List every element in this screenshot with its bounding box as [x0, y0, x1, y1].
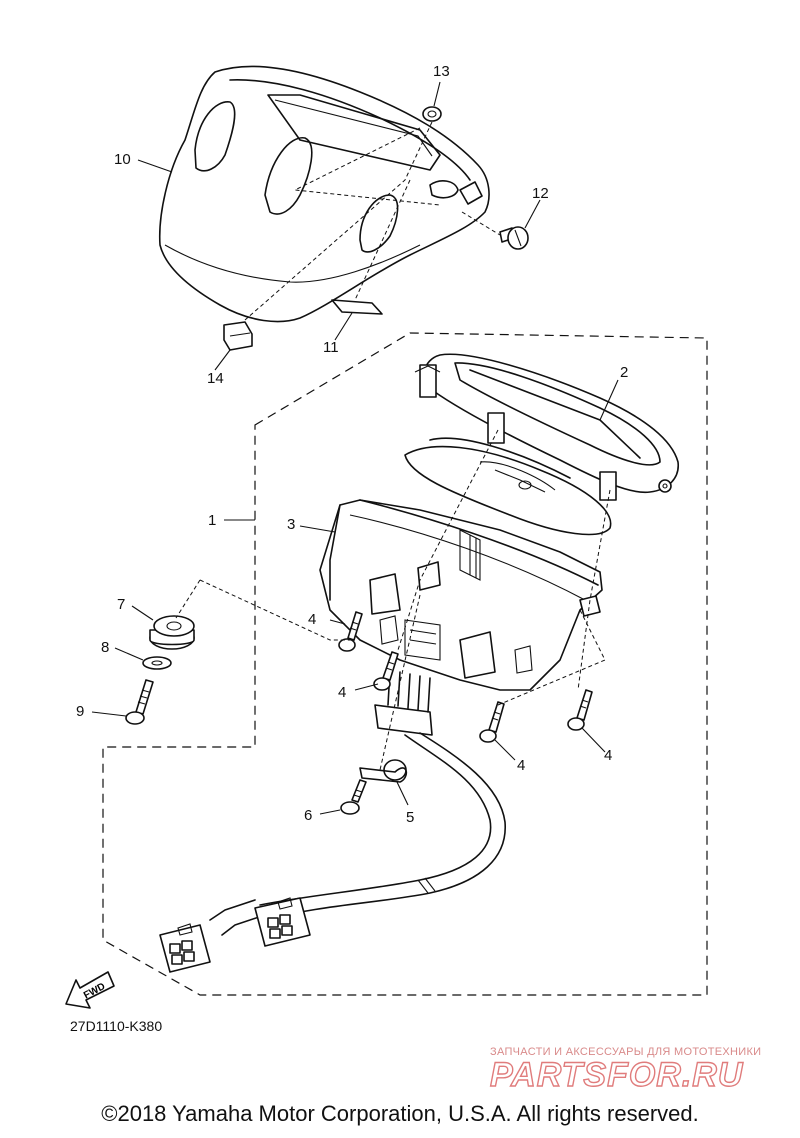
callout-labels: 13 10 12 11 14 2 1 3 7 4 8 4 9 4 4 5 6: [76, 63, 628, 826]
callout-7: 7: [117, 596, 125, 613]
part-code: 27D1110-K380: [70, 1018, 163, 1034]
callout-1: 1: [208, 512, 216, 529]
clamp-5: [359, 759, 408, 783]
meter-board: [404, 437, 612, 536]
callout-3: 3: [287, 516, 295, 533]
screw-4c: [479, 701, 505, 743]
callout-14: 14: [207, 370, 224, 387]
damper-7: [149, 615, 195, 650]
watermark-tagline: ЗАПЧАСТИ И АКСЕССУАРЫ ДЛЯ МОТОТЕХНИКИ: [490, 1046, 762, 1058]
screw-12: [499, 226, 529, 250]
copyright-notice: ©2018 Yamaha Motor Corporation, U.S.A. A…: [101, 1101, 699, 1126]
screw-6: [340, 779, 367, 815]
callout-9: 9: [76, 703, 84, 720]
plate-11: [331, 299, 383, 315]
callout-10: 10: [114, 151, 131, 168]
callout-8: 8: [101, 639, 109, 656]
callout-2: 2: [620, 364, 628, 381]
meter-cover: [158, 65, 490, 323]
svg-text:PARTSFOR.RU: PARTSFOR.RU: [490, 1056, 744, 1094]
bolt-9: [125, 679, 154, 725]
grommet-13: [422, 106, 442, 122]
callout-12: 12: [532, 185, 549, 202]
screw-4b: [373, 651, 399, 691]
callout-4c: 4: [517, 757, 525, 774]
callout-4a: 4: [308, 611, 316, 628]
screw-4d: [567, 689, 593, 731]
screw-4a: [338, 611, 363, 652]
fwd-arrow-icon: FWD: [65, 971, 115, 1009]
callout-5: 5: [406, 809, 414, 826]
callout-4b: 4: [338, 684, 346, 701]
assembly-boundary: [102, 332, 708, 996]
callout-11: 11: [323, 339, 339, 356]
assembly-guides: [175, 121, 611, 771]
watermark-logo: PARTSFOR.RU: [489, 1055, 744, 1094]
callout-13: 13: [433, 63, 450, 80]
meter-case: [319, 499, 603, 691]
clip-14: [223, 321, 253, 351]
connector-left: [159, 923, 211, 973]
connector-right: [254, 897, 311, 947]
washer-8: [142, 656, 172, 670]
callout-6: 6: [304, 807, 312, 824]
callout-4d: 4: [604, 747, 612, 764]
meter-lens: [414, 353, 679, 501]
leader-lines: [91, 81, 619, 815]
